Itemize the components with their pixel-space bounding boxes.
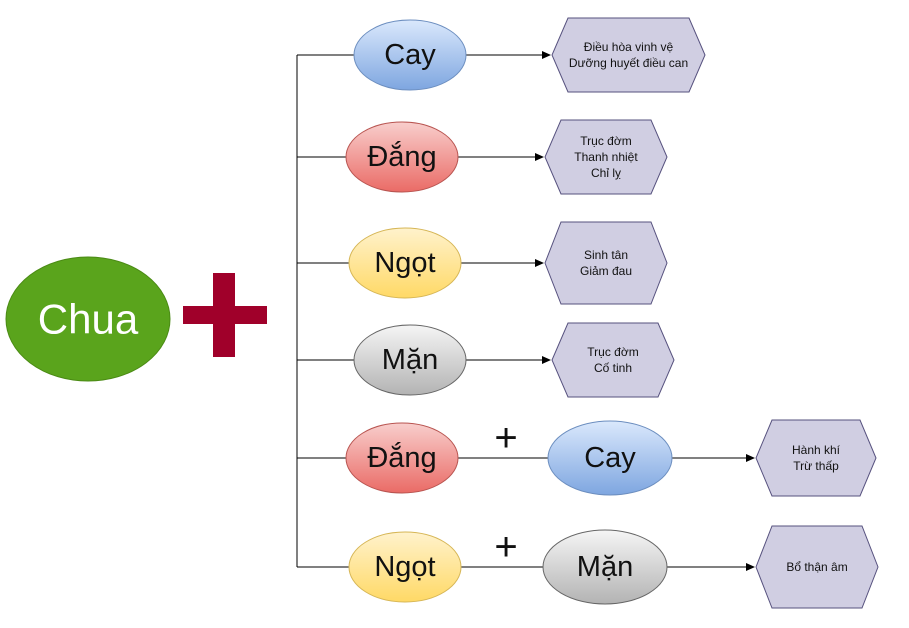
effect-hexagon-1-text: Điều hòa vinh vệ [584, 40, 674, 54]
effect-hexagon-6-text: Bổ thận âm [786, 560, 847, 574]
root-node-label: Chua [38, 296, 139, 343]
effect-hexagon-5 [755, 419, 877, 497]
effect-hexagon-1-text: Dưỡng huyết điều can [569, 56, 688, 70]
big-plus-icon [183, 273, 267, 357]
taste-node-5 [345, 422, 459, 494]
effect-hexagon-1 [551, 17, 706, 93]
effect-hexagon-2-text: Chỉ lỵ [591, 166, 621, 180]
second-taste-node-6-label: Mặn [577, 551, 633, 583]
taste-node-6-label: Ngọt [374, 551, 435, 583]
taste-node-6 [348, 531, 462, 603]
taste-node-1 [353, 19, 467, 91]
taste-node-5-label: Đắng [367, 441, 436, 474]
combine-plus-icon: + [494, 525, 517, 569]
second-taste-node-5 [547, 420, 673, 496]
effect-hexagon-2-text: Thanh nhiệt [574, 150, 638, 164]
taste-node-3-label: Ngọt [374, 247, 435, 279]
effect-hexagon-4-text: Trục đờm [587, 345, 638, 359]
taste-node-1-label: Cay [384, 39, 436, 71]
taste-node-4 [353, 324, 467, 396]
effect-hexagon-5-text: Hành khí [792, 443, 841, 457]
combine-plus-icon: + [494, 416, 517, 460]
effect-hexagon-5-text: Trừ thấp [793, 459, 839, 473]
taste-node-2-label: Đắng [367, 140, 436, 173]
effect-hexagon-3-text: Sinh tân [584, 248, 628, 262]
effect-hexagon-3 [544, 221, 668, 305]
effect-hexagon-2 [544, 119, 668, 195]
taste-node-4-label: Mặn [382, 344, 438, 376]
connector-layer [296, 51, 755, 571]
root-node-chua [5, 256, 171, 382]
effect-hexagon-3-text: Giảm đau [580, 264, 632, 278]
second-taste-node-6 [542, 529, 668, 605]
taste-node-3 [348, 227, 462, 299]
effect-hexagon-2-text: Trục đờm [580, 134, 631, 148]
second-taste-node-5-label: Cay [584, 442, 636, 474]
effect-hexagon-4-text: Cố tinh [594, 361, 632, 375]
effect-hexagon-4 [551, 322, 675, 398]
taste-node-2 [345, 121, 459, 193]
effect-hexagon-6 [755, 525, 879, 609]
